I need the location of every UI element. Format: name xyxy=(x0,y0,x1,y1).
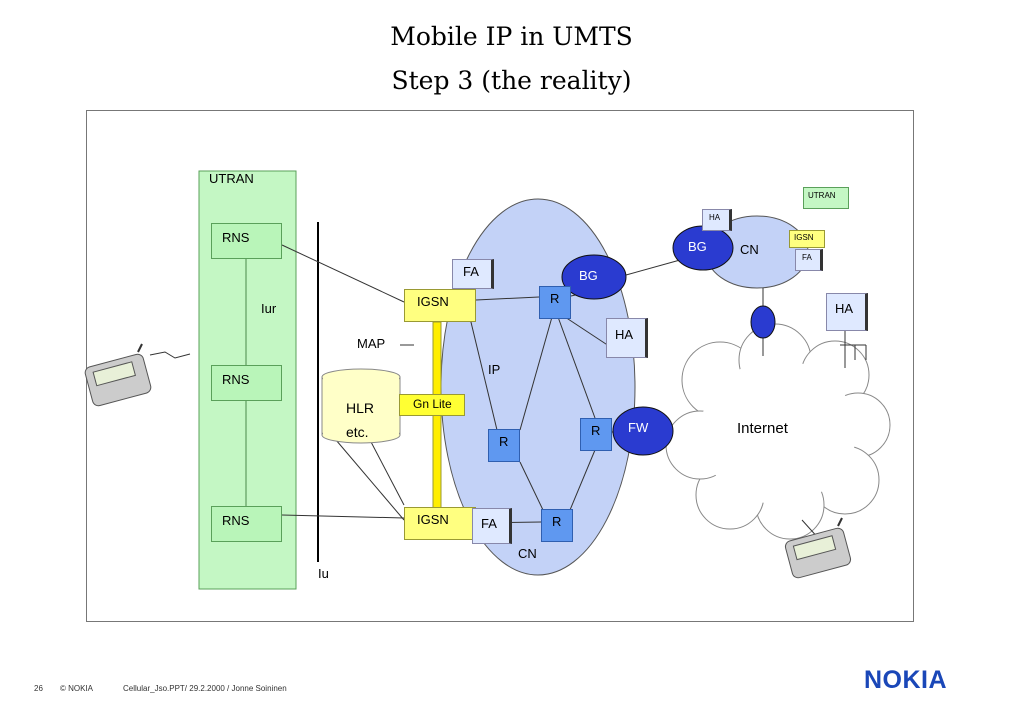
router-r2[interactable]: R xyxy=(488,429,520,462)
fw-node xyxy=(612,406,674,456)
fa-node-bottom[interactable]: FA xyxy=(472,508,512,544)
bg1-label: BG xyxy=(579,268,598,283)
utran-label: UTRAN xyxy=(209,171,254,186)
internet-label: Internet xyxy=(737,420,788,437)
ha-node-mid[interactable]: HA xyxy=(606,318,648,358)
map-label: MAP xyxy=(357,336,386,351)
bg2-label: BG xyxy=(688,239,707,254)
fa-small-box: FA xyxy=(795,249,823,271)
rns-node-2[interactable]: RNS xyxy=(211,365,282,401)
hlr-database-icon xyxy=(321,368,401,444)
hlr-label: HLR xyxy=(346,400,375,416)
router-r1[interactable]: R xyxy=(539,286,571,319)
fw-label: FW xyxy=(628,420,649,435)
igsn-node-top[interactable]: IGSN xyxy=(404,289,476,322)
cn-remote-label: CN xyxy=(740,242,759,257)
hlr-etc-label: etc. xyxy=(346,424,369,440)
footer-file-info: Cellular_Jso.PPT/ 29.2.2000 / Jonne Soin… xyxy=(123,684,287,693)
rns-node-1[interactable]: RNS xyxy=(211,223,282,259)
router-r4[interactable]: R xyxy=(541,509,573,542)
router-node-small xyxy=(750,305,776,339)
mobile-phone-icon-right xyxy=(784,517,852,579)
fa-node-top[interactable]: FA xyxy=(452,259,494,289)
router-r3[interactable]: R xyxy=(580,418,612,451)
footer-page-number: 26 xyxy=(34,684,43,693)
footer-copyright: © NOKIA xyxy=(60,684,94,693)
iu-label: Iu xyxy=(318,566,329,581)
mobile-phone-icon-left xyxy=(84,343,152,407)
igsn-small-box: IGSN xyxy=(789,230,825,248)
page-subtitle: Step 3 (the reality) xyxy=(391,66,632,95)
utran-small-box: UTRAN xyxy=(803,187,849,209)
cn-main-label: CN xyxy=(518,546,537,561)
page-title: Mobile IP in UMTS xyxy=(390,22,633,51)
gn-lite-box: Gn Lite xyxy=(399,394,465,416)
ip-label: IP xyxy=(488,362,501,377)
iur-label: Iur xyxy=(261,301,277,316)
nokia-logo: NOKIA xyxy=(864,666,948,694)
igsn-node-bottom[interactable]: IGSN xyxy=(404,507,476,540)
ha-node-small[interactable]: HA xyxy=(702,209,732,231)
bg1-node xyxy=(561,254,627,300)
internet-cloud xyxy=(665,323,891,540)
ha-node-right[interactable]: HA xyxy=(826,293,868,331)
rns-node-3[interactable]: RNS xyxy=(211,506,282,542)
